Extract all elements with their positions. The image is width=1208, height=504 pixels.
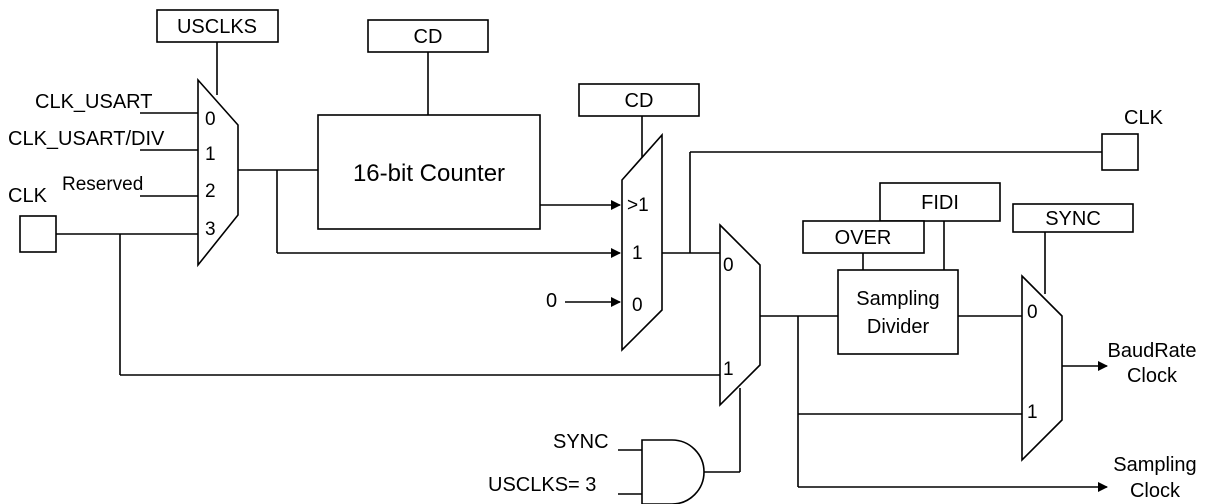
mux1-input-3: 3 — [205, 219, 216, 240]
divider-label-line2: Divider — [867, 316, 930, 338]
reserved-label: Reserved — [62, 174, 143, 195]
mux1-input-1: 1 — [205, 144, 216, 165]
cd-label-counter: CD — [414, 26, 443, 48]
usclks-label: USCLKS — [177, 16, 257, 38]
mux4-input-1: 1 — [1027, 402, 1038, 423]
mux2-input-gt1: >1 — [627, 195, 649, 216]
clock-select-mux: 0 1 2 3 — [197, 77, 239, 268]
clk-left-label: CLK — [8, 185, 48, 207]
clk-usart-div-label: CLK_USART/DIV — [8, 128, 165, 150]
cd-register-mux: CD — [578, 83, 700, 117]
sync-gate-label: SYNC — [553, 431, 609, 453]
counter-block: 16-bit Counter — [317, 114, 541, 230]
mux2-input-1: 1 — [632, 243, 643, 264]
counter-label: 16-bit Counter — [353, 160, 505, 187]
mux3-input-0: 0 — [723, 255, 734, 276]
cd-register-counter: CD — [367, 19, 489, 53]
usclks-register: USCLKS — [156, 9, 279, 43]
sync-label: SYNC — [1045, 208, 1101, 230]
clk-right-port — [1101, 133, 1139, 171]
cd-select-mux: >1 1 0 — [621, 132, 663, 352]
sampling-clock-label-line1: Sampling — [1113, 454, 1196, 476]
fidi-register: FIDI — [879, 182, 1001, 222]
cd-label-mux: CD — [625, 90, 654, 112]
sync-select-mux: 0 1 — [719, 223, 761, 407]
and-gate — [641, 439, 705, 504]
mux3-input-1: 1 — [723, 359, 734, 380]
sampling-clock-label-line2: Clock — [1130, 480, 1181, 502]
baudrate-label-line1: BaudRate — [1108, 340, 1197, 362]
clk-right-label: CLK — [1124, 107, 1164, 129]
clk-usart-label: CLK_USART — [35, 91, 152, 113]
mux2-input-0: 0 — [632, 295, 643, 316]
baud-select-mux: 0 1 — [1021, 274, 1063, 462]
usclks-eq-label: USCLKS= 3 — [488, 474, 596, 496]
clk-left-port — [19, 215, 57, 253]
sampling-divider-block: Sampling Divider — [837, 269, 959, 355]
mux1-input-2: 2 — [205, 181, 216, 202]
over-label: OVER — [835, 227, 892, 249]
zero-input-label: 0 — [546, 290, 557, 312]
baudrate-label-line2: Clock — [1127, 365, 1178, 387]
mux1-input-0: 0 — [205, 109, 216, 130]
over-register: OVER — [802, 220, 925, 254]
mux4-input-0: 0 — [1027, 302, 1038, 323]
fidi-label: FIDI — [921, 192, 959, 214]
divider-label-line1: Sampling — [856, 288, 939, 310]
sync-register: SYNC — [1012, 203, 1134, 233]
